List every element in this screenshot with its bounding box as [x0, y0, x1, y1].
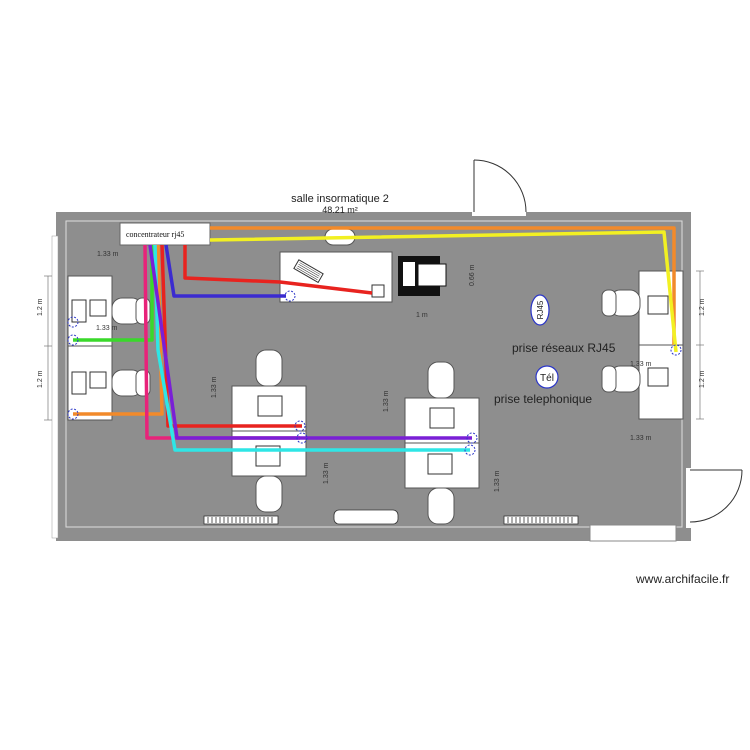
cable-red-desk	[183, 245, 373, 295]
rj45-outlet	[284, 290, 296, 302]
wall-heater	[333, 509, 399, 525]
room-area: 48.21 m²	[322, 205, 358, 215]
dimension-label: 1.2 m	[37, 370, 44, 388]
cable-yellow-top	[209, 230, 678, 353]
dimension-label: 1.33 m	[323, 462, 330, 484]
dimension-label: 1.33 m	[630, 435, 652, 442]
right-door	[686, 468, 743, 528]
cable-group	[73, 226, 678, 452]
dimension-label: 1 m	[416, 312, 428, 319]
rj45-outlet	[296, 432, 308, 444]
dimension-lines	[44, 270, 704, 421]
dimension-label: 0.66 m	[469, 264, 476, 286]
dimension-label: 1.2 m	[37, 298, 44, 316]
dimension-label: 1.33 m	[494, 470, 501, 492]
rj45-outlet	[466, 432, 478, 444]
dimension-label: 1.2 m	[699, 370, 706, 388]
rj45-legend-label: prise réseaux RJ45	[512, 341, 616, 355]
rj45-legend-symbol	[530, 294, 550, 326]
left-window	[51, 235, 59, 539]
cable-green-left	[73, 245, 154, 342]
dimension-label: 1.33 m	[97, 251, 119, 258]
dimension-label: 1.33 m	[383, 390, 390, 412]
tel-legend-label: prise telephonique	[494, 392, 592, 406]
hub-label: concentrateur rj45	[126, 230, 184, 239]
rj45-outlet	[294, 420, 306, 432]
window-bottom-right	[589, 524, 677, 542]
tel-legend-symbol	[535, 365, 559, 389]
radiator-1	[203, 515, 279, 525]
rj45-hub	[119, 222, 211, 246]
dimension-label: 1.33 m	[630, 361, 652, 368]
radiator-2	[503, 515, 579, 525]
watermark: www.archifacile.fr	[636, 572, 730, 586]
workstation-right-bottom	[601, 344, 684, 420]
rj45-outlet	[67, 316, 79, 328]
workstation-left-top	[67, 275, 151, 347]
rj45-outlet	[464, 444, 476, 456]
dimension-label: 1.33 m	[96, 325, 118, 332]
printer-icon	[398, 256, 447, 296]
rj45-outlet	[670, 344, 682, 356]
cable-purple-center	[148, 244, 472, 440]
dimension-label: 1.33 m	[211, 376, 218, 398]
rj45-symbol-text: RJ45	[536, 300, 545, 319]
workstation-center-right	[404, 361, 480, 525]
rj45-outlet	[67, 334, 79, 346]
dimension-label: 1.2 m	[699, 298, 706, 316]
cable-blue-desk	[164, 244, 286, 298]
cable-orange-top	[210, 226, 676, 345]
top-door	[472, 159, 527, 216]
rj45-outlet	[67, 408, 79, 420]
room-name: salle insormatique 2	[291, 193, 389, 205]
cable-red-center	[160, 244, 302, 428]
tel-symbol-text: Tél	[540, 373, 554, 384]
rj45-outlets	[67, 290, 682, 456]
workstation-left-bottom	[67, 345, 151, 421]
